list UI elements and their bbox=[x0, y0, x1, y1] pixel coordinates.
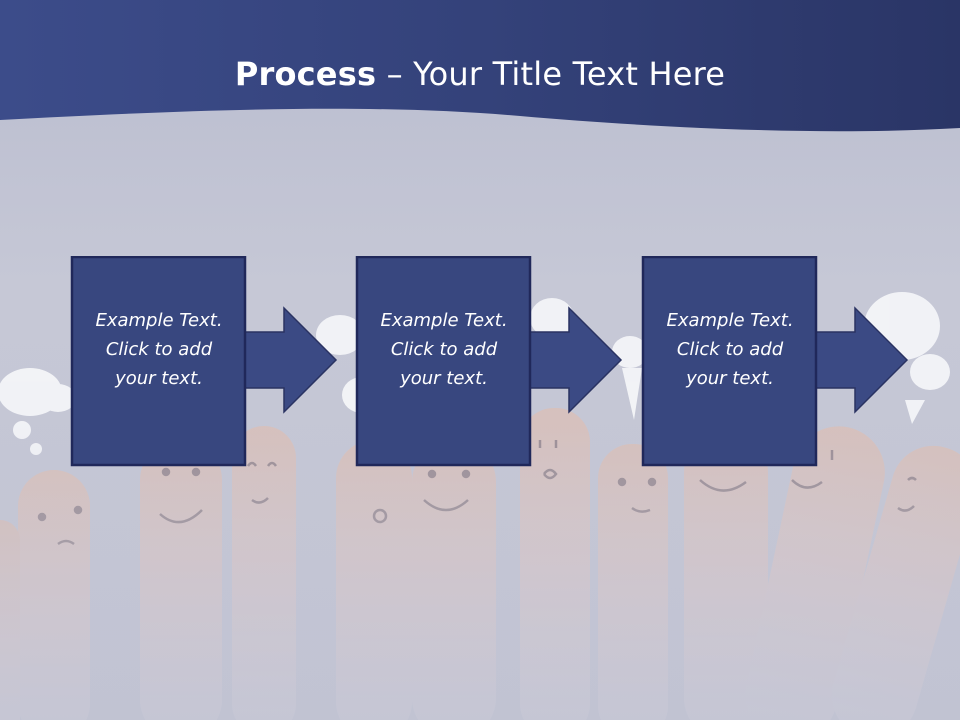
step-line: Example Text. bbox=[95, 310, 223, 331]
step-line: Example Text. bbox=[666, 310, 794, 331]
process-step-2[interactable]: Example Text. Click to add your text. bbox=[355, 256, 695, 468]
process-step-3[interactable]: Example Text. Click to add your text. bbox=[641, 256, 960, 468]
title-rest: – Your Title Text Here bbox=[376, 55, 726, 93]
step-line: Example Text. bbox=[380, 310, 508, 331]
step-line: Click to add bbox=[105, 339, 213, 360]
page-title[interactable]: Process – Your Title Text Here bbox=[0, 52, 960, 96]
step-line: Click to add bbox=[676, 339, 784, 360]
step-text[interactable]: Example Text. Click to add your text. bbox=[359, 306, 529, 393]
arrow-right-icon bbox=[70, 256, 338, 467]
step-line: your text. bbox=[686, 368, 774, 389]
arrow-right-icon bbox=[355, 256, 623, 467]
title-bold: Process bbox=[234, 55, 377, 93]
step-line: your text. bbox=[400, 368, 488, 389]
step-line: Click to add bbox=[390, 339, 498, 360]
process-step-1[interactable]: Example Text. Click to add your text. bbox=[70, 256, 410, 468]
arrow-right-icon bbox=[641, 256, 909, 467]
step-text[interactable]: Example Text. Click to add your text. bbox=[74, 306, 244, 393]
step-line: your text. bbox=[115, 368, 203, 389]
step-text[interactable]: Example Text. Click to add your text. bbox=[645, 306, 815, 393]
header-band bbox=[0, 0, 960, 132]
